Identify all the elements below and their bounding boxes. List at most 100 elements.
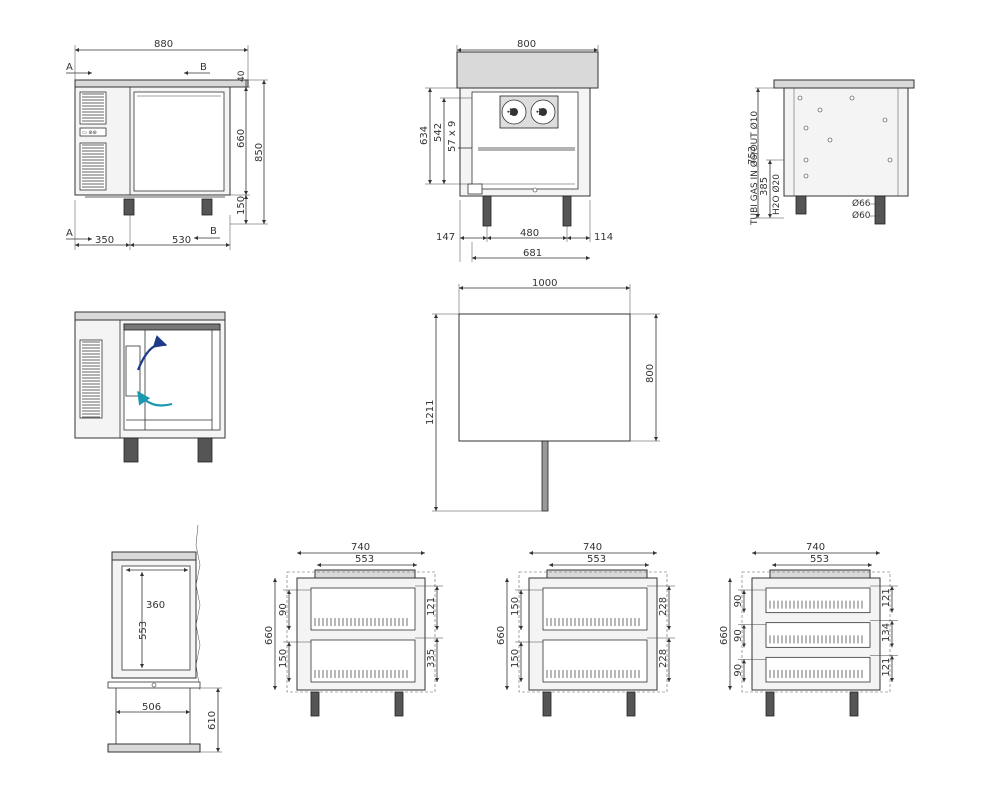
dim-height-660: 660: [264, 626, 275, 645]
dim-d66: Ø66: [852, 198, 871, 209]
dim-back-385: 385: [759, 177, 770, 196]
dim-detail-610: 610: [207, 711, 218, 730]
detail-view: 360 553 506 610: [107, 524, 222, 753]
dim-drawer-left: 90: [278, 603, 289, 616]
dim-side-480: 480: [520, 228, 539, 239]
dim-drawer-right: 121: [426, 597, 437, 616]
dim-width-553: 553: [810, 554, 829, 565]
section-a-bottom: A: [66, 228, 73, 239]
dim-drawer-right: 335: [426, 649, 437, 668]
dim-width-553: 553: [355, 554, 374, 565]
back-view: 753 TUBI GAS IN Ø6/OUT Ø10 385 H2O Ø20 Ø…: [747, 79, 915, 226]
cold-air-arrow: [136, 335, 168, 371]
dim-plan-1000: 1000: [532, 278, 557, 289]
dim-side-542: 542: [433, 123, 444, 142]
leg: [394, 691, 404, 717]
front-view: 880 A A B B ▭ ⊛⊛ 40: [66, 39, 268, 250]
drawer: [765, 622, 871, 648]
drawer-slats: [769, 635, 863, 644]
drawer-slats: [769, 670, 863, 678]
dim-drawer-right: 228: [658, 597, 669, 616]
dim-drawer-left: 90: [733, 664, 744, 677]
mounting-hole: [887, 157, 893, 163]
dim-drawer-right: 134: [881, 623, 892, 642]
dim-width-740: 740: [583, 542, 602, 553]
worktop: [769, 569, 871, 579]
dim-side-681: 681: [523, 248, 542, 259]
dim-drawer-left: 90: [733, 629, 744, 642]
plan-view: 1000 800 1211: [425, 278, 660, 512]
dim-legs-150: 150: [236, 196, 247, 215]
dim-side-634: 634: [419, 126, 430, 145]
water-pipe-label: H2O Ø20: [771, 174, 782, 215]
dim-right-530: 530: [172, 235, 191, 246]
dim-drawer-left: 150: [510, 597, 521, 616]
dim-side-width-800: 800: [517, 39, 536, 50]
dim-side-114: 114: [594, 232, 613, 243]
drawer: [765, 587, 871, 614]
pipes-label: TUBI GAS IN Ø6/OUT Ø10: [749, 111, 760, 226]
dim-width-880: 880: [154, 39, 173, 50]
outline-dashed: [286, 571, 436, 693]
dim-side-147: 147: [436, 232, 455, 243]
section-a-top: A: [66, 62, 73, 73]
dim-drawer-right: 121: [881, 658, 892, 677]
dim-detail-553: 553: [138, 621, 149, 640]
dim-door-660: 660: [236, 129, 247, 148]
evaporator-fans: ✣ ✣: [499, 95, 559, 129]
leg: [542, 691, 552, 717]
drawer-slats: [314, 670, 408, 678]
drawer-slats: [769, 600, 863, 609]
dim-drawer-left: 90: [733, 595, 744, 608]
dim-total-850: 850: [254, 143, 265, 162]
mounting-hole: [817, 107, 823, 113]
dim-height-660: 660: [496, 626, 507, 645]
fan-icon: ✣: [536, 108, 544, 118]
drawer-slats: [314, 618, 408, 626]
section-b-bottom: B: [210, 226, 217, 237]
dim-drawer-right: 121: [881, 588, 892, 607]
dim-d60: Ø60: [852, 210, 871, 221]
dim-drawer-left: 150: [278, 649, 289, 668]
control-panel-label: ▭ ⊛⊛: [82, 130, 97, 136]
leg: [310, 691, 320, 717]
dim-width-740: 740: [806, 542, 825, 553]
worktop: [314, 569, 416, 579]
mounting-hole: [803, 173, 809, 179]
mounting-hole: [882, 117, 888, 123]
drawer-configurations: 7405539015066012133574055315015066022822…: [264, 542, 898, 717]
dim-drawer-right: 228: [658, 649, 669, 668]
mounting-hole: [797, 95, 803, 101]
leg: [765, 691, 775, 717]
dim-top-40: 40: [237, 70, 247, 82]
outline-dashed: [518, 571, 668, 693]
dim-width-553: 553: [587, 554, 606, 565]
dim-plan-800: 800: [645, 364, 656, 383]
drawer: [765, 656, 871, 683]
dim-left-350: 350: [95, 235, 114, 246]
dim-back-753: 753: [747, 146, 758, 165]
mounting-hole: [849, 95, 855, 101]
dim-drawer-left: 150: [510, 649, 521, 668]
dim-detail-360: 360: [146, 600, 165, 611]
leg: [849, 691, 859, 717]
airflow-view: [74, 311, 226, 463]
worktop: [546, 569, 648, 579]
dim-detail-506: 506: [142, 702, 161, 713]
drawer-slats: [546, 670, 640, 678]
fan-icon: ✣: [507, 108, 515, 118]
mounting-hole: [827, 137, 833, 143]
leg: [626, 691, 636, 717]
mounting-hole: [803, 157, 809, 163]
section-b-top: B: [200, 62, 207, 73]
dim-plan-1211: 1211: [425, 400, 436, 425]
mounting-hole: [803, 125, 809, 131]
dim-height-660: 660: [719, 626, 730, 645]
side-open-view: 800 ✣ ✣ 634 542 57 x 9: [419, 39, 613, 262]
drawer-slats: [546, 618, 640, 626]
dim-width-740: 740: [351, 542, 370, 553]
